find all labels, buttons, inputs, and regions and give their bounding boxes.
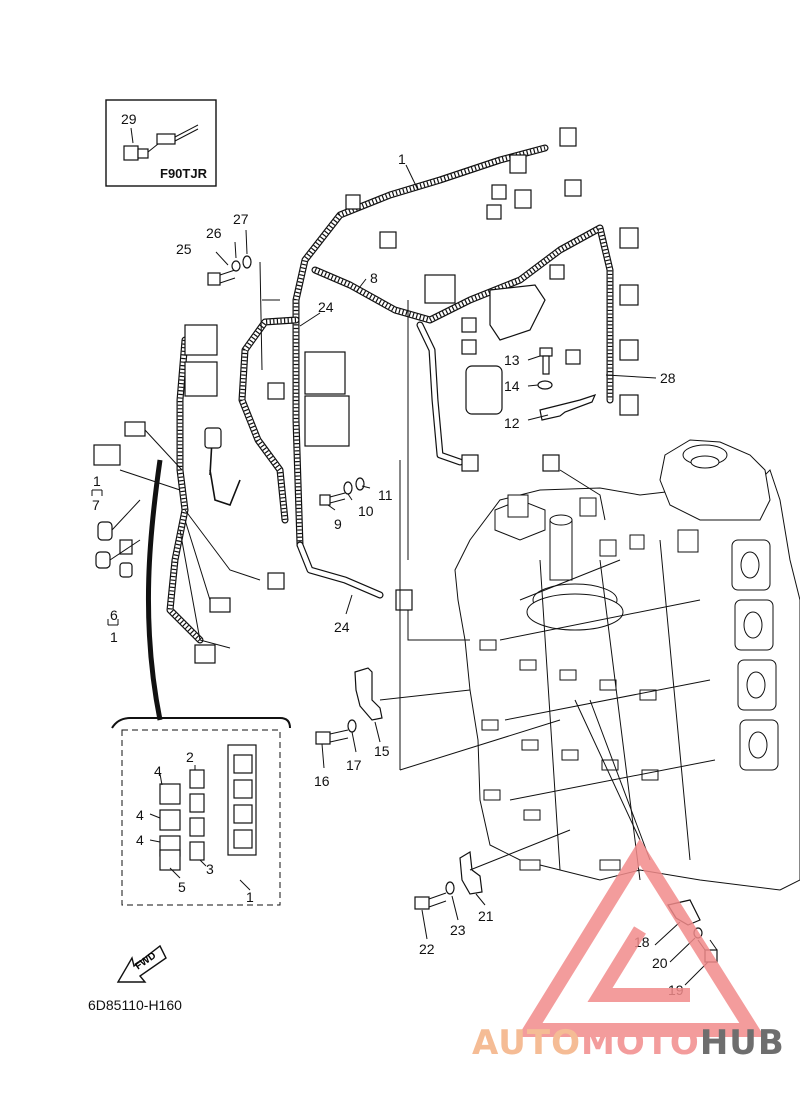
callout-labels: 1 8 24 25 26 27 13 14 12 28 9 10 11 1 7 …: [92, 151, 684, 998]
bolt-25-icon: [207, 269, 236, 286]
svg-text:AUTOMOTOHUB: AUTOMOTOHUB: [472, 1023, 785, 1063]
watermark: AUTOMOTOHUB: [472, 838, 785, 1063]
callout-1-detail: 1: [246, 889, 254, 905]
washer-10-icon: [343, 481, 353, 495]
callout-16: 16: [314, 773, 330, 789]
parts-6-7: [95, 499, 141, 578]
callout-1-left: 1: [93, 473, 101, 489]
harness-connectors: [93, 127, 639, 664]
callout-22: 22: [419, 941, 435, 957]
callout-21: 21: [478, 908, 494, 924]
callout-4-bottom: 4: [136, 832, 144, 848]
callout-24-bottom: 24: [334, 619, 350, 635]
inset-model-label: F90TJR: [160, 166, 208, 181]
washer-27-icon: [242, 255, 252, 269]
callout-13: 13: [504, 352, 520, 368]
callout-24-top: 24: [318, 299, 334, 315]
bolt-16-icon: [315, 729, 349, 745]
washer-14-icon: [537, 380, 553, 390]
callout-23: 23: [450, 922, 466, 938]
callout-15: 15: [374, 743, 390, 759]
bracket-12-icon: [539, 394, 597, 421]
callout-8: 8: [370, 270, 378, 286]
callout-5: 5: [178, 879, 186, 895]
callout-26: 26: [206, 225, 222, 241]
callout-27: 27: [233, 211, 249, 227]
callout-12: 12: [504, 415, 520, 431]
washer-26-icon: [231, 260, 241, 272]
bolt-22-icon: [414, 892, 447, 910]
callout-2: 2: [186, 749, 194, 765]
fwd-arrow-icon: FWD: [116, 944, 167, 983]
callout-25: 25: [176, 241, 192, 257]
bolt-9-icon: [319, 492, 346, 506]
bolt-13-icon: [539, 347, 553, 375]
callout-11: 11: [378, 487, 393, 503]
callout-1: 1: [398, 151, 406, 167]
washer-23-icon: [445, 881, 455, 895]
callout-1-left-bottom: 1: [110, 629, 118, 645]
washer-17-icon: [347, 719, 357, 733]
leader-lines: [91, 164, 709, 986]
connector-29-icon: [123, 124, 199, 161]
engine-block: [454, 439, 800, 891]
watermark-auto: AUTO: [472, 1023, 581, 1063]
callout-7: 7: [92, 497, 100, 513]
callout-14: 14: [504, 378, 520, 394]
callout-10: 10: [358, 503, 374, 519]
bracket-21-icon: [459, 851, 483, 895]
washer-11-icon: [355, 477, 365, 491]
callout-4-mid: 4: [136, 807, 144, 823]
drawing-code: 6D85110-H160: [88, 997, 182, 1013]
callout-9: 9: [334, 516, 342, 532]
callout-20: 20: [652, 955, 668, 971]
callout-29: 29: [121, 111, 137, 127]
callout-4-top: 4: [154, 763, 162, 779]
callout-17: 17: [346, 757, 362, 773]
watermark-hub: HUB: [700, 1023, 785, 1063]
detail-box: [111, 717, 291, 906]
callout-6: 6: [110, 607, 118, 623]
watermark-triangle-icon: [517, 838, 765, 1037]
bracket-15-icon: [354, 667, 383, 721]
inset-box: 29 F90TJR: [105, 99, 217, 187]
callout-3: 3: [206, 861, 214, 877]
watermark-moto: MOTO: [581, 1023, 700, 1063]
callout-28: 28: [660, 370, 676, 386]
